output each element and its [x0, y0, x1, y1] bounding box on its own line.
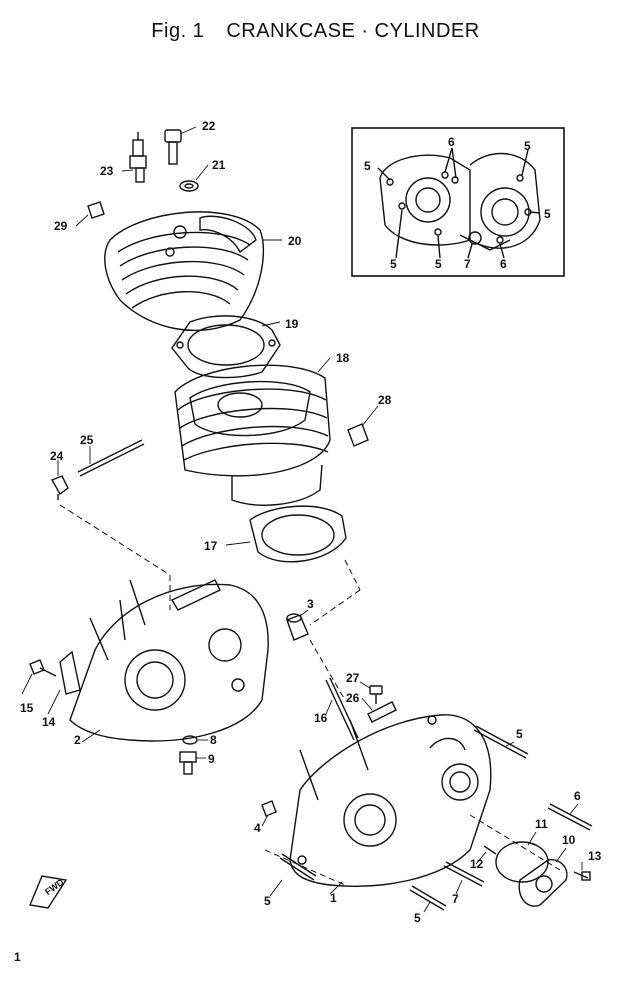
part-label-9: 9: [208, 752, 215, 766]
alignment-lines: [59, 504, 561, 886]
bolt-left: [29, 659, 57, 677]
head-bolt: [164, 129, 182, 165]
inset-label-5-top-right: 5: [524, 139, 531, 153]
drain-washer: [182, 735, 198, 745]
part-label-27: 27: [346, 671, 360, 685]
inset-label-5-left: 5: [364, 159, 371, 173]
part-label-22: 22: [202, 119, 216, 133]
part-label-18: 18: [336, 351, 350, 365]
figure-title: Fig. 1 CRANKCASE · CYLINDER: [0, 20, 631, 43]
leader-lines: [21, 126, 583, 913]
inset-label-7: 7: [464, 257, 471, 271]
fwd-arrow: [29, 875, 68, 909]
part-label-21: 21: [212, 158, 226, 172]
part-label-12: 12: [470, 857, 484, 871]
washer: [179, 180, 199, 192]
screw-13: [573, 871, 591, 881]
part-label-3: 3: [307, 597, 314, 611]
part-label-28: 28: [378, 393, 392, 407]
part-label-16: 16: [314, 711, 328, 725]
fitting: [50, 475, 69, 500]
page-number: 1: [14, 950, 21, 964]
part-label-24: 24: [50, 449, 64, 463]
part-label-10: 10: [562, 833, 576, 847]
part-label-29: 29: [54, 219, 68, 233]
inset-label-5-right: 5: [544, 207, 551, 221]
part-label-6: 6: [574, 789, 581, 803]
part-label-11: 11: [535, 817, 548, 831]
part-label-1: 1: [330, 891, 337, 905]
part-label-4: 4: [254, 821, 261, 835]
part-label-5b: 5: [264, 894, 271, 908]
clamp: [367, 701, 397, 723]
inset-crankcase-view: [351, 127, 565, 277]
inset-label-5-bottom-mid: 5: [435, 257, 442, 271]
base-gasket: [249, 505, 347, 563]
figure-name: CRANKCASE · CYLINDER: [226, 20, 480, 42]
part-label-13: 13: [588, 849, 602, 863]
part-label-19: 19: [285, 317, 299, 331]
part-label-2: 2: [74, 733, 81, 747]
bolts: [279, 725, 593, 911]
part-label-17: 17: [204, 539, 218, 553]
cylinder: [174, 364, 331, 506]
part-label-26: 26: [346, 691, 360, 705]
pump-cover: [518, 859, 568, 907]
inset-label-6-bottom: 6: [500, 257, 507, 271]
figure-number: Fig. 1: [151, 20, 205, 42]
part-label-8: 8: [210, 733, 217, 747]
dowel-12: [483, 845, 497, 855]
left-crankcase: [59, 579, 269, 742]
spark-plug: [129, 132, 147, 183]
inset-label-5-bottom-left: 5: [390, 257, 397, 271]
part-label-20: 20: [288, 234, 302, 248]
right-crankcase: [289, 714, 492, 887]
part-label-14: 14: [42, 715, 56, 729]
o-ring: [495, 841, 549, 883]
part-label-5c: 5: [414, 911, 421, 925]
stud-bolt: [77, 439, 145, 477]
part-label-23: 23: [100, 164, 114, 178]
part-label-5a: 5: [516, 727, 523, 741]
drain-plug: [179, 751, 197, 775]
inset-label-6-top: 6: [448, 135, 455, 149]
part-label-7: 7: [452, 892, 459, 906]
part-label-15: 15: [20, 701, 34, 715]
dowel-small: [261, 800, 277, 817]
collar-nut: [347, 423, 369, 447]
cylinder-head: [104, 211, 265, 332]
part-label-25: 25: [80, 433, 94, 447]
clamp-bolt: [369, 685, 383, 704]
cap-nut: [87, 201, 105, 219]
dowel-pin: [286, 613, 309, 641]
